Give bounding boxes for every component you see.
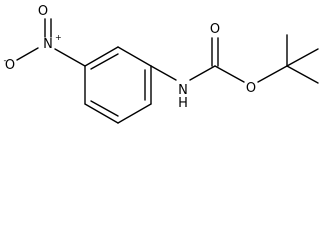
nitro-oxygen-left-charge-label: - — [4, 56, 7, 65]
ester-oxygen-to-tbutyl-bond — [257, 65, 288, 83]
carbamate-group: N H O O — [150, 22, 288, 111]
molecule-drawing: O N + O - N H O O — [4, 4, 319, 124]
amide-nitrogen-to-carbonyl-bond — [189, 65, 216, 81]
ring-bond-4 — [117, 103, 152, 124]
tbutyl-methyl-right-bond — [286, 48, 319, 67]
nitro-oxygen-top-label: O — [38, 4, 48, 19]
tbutyl-methyl-down-bond — [286, 65, 319, 84]
amide-hydrogen-label: H — [178, 96, 188, 111]
ester-oxygen-label: O — [246, 81, 256, 96]
ring-bond-1-inner — [90, 53, 119, 70]
tert-butyl-group — [286, 34, 319, 84]
carbonyl-to-ester-oxygen-bond — [214, 65, 245, 83]
nitro-group: O N + O - — [4, 4, 86, 73]
ring-bond-2 — [117, 46, 152, 67]
nitro-nitrogen-label: N — [43, 37, 53, 52]
ring-bond-5 — [84, 103, 119, 124]
ring-to-nitro-bond — [54, 48, 86, 67]
nitro-n-o-single-bond — [16, 47, 39, 61]
ring-bond-5-inner — [90, 100, 119, 117]
ring-bond-1 — [84, 46, 119, 67]
carbonyl-oxygen-label: O — [210, 22, 220, 37]
ring-to-amide-nitrogen-bond — [150, 65, 177, 81]
benzene-ring — [84, 46, 152, 124]
nitro-nitrogen-charge-label: + — [55, 33, 62, 42]
amide-nitrogen-label: N — [178, 83, 188, 98]
structure-diagram: O N + O - N H O O — [4, 4, 319, 124]
nitro-oxygen-left-label: O — [5, 58, 15, 73]
